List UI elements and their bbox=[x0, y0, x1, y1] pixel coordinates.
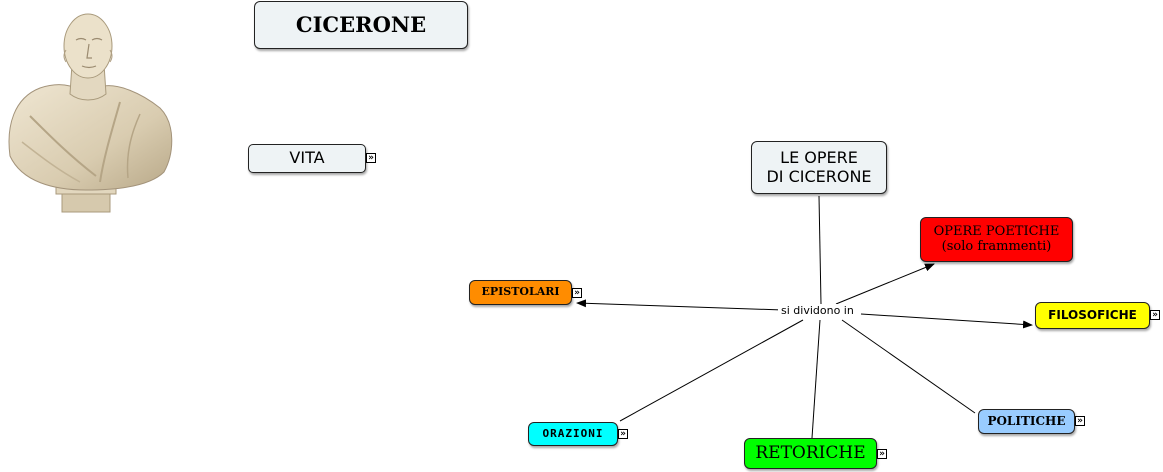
title-node[interactable]: CICERONE bbox=[254, 1, 468, 49]
node-politiche[interactable]: POLITICHE bbox=[978, 409, 1075, 434]
orazioni-expand-icon[interactable]: » bbox=[618, 429, 628, 439]
node-filosofiche[interactable]: FILOSOFICHE bbox=[1035, 302, 1150, 329]
arrow-to-filosofiche bbox=[860, 313, 1033, 329]
politiche-expand-icon[interactable]: » bbox=[1075, 416, 1085, 426]
link-to-politiche bbox=[841, 319, 976, 414]
filosofiche-text: FILOSOFICHE bbox=[1048, 307, 1137, 322]
node-opere-poetiche[interactable]: OPERE POETICHE (solo frammenti) bbox=[920, 217, 1073, 262]
node-epistolari[interactable]: EPISTOLARI bbox=[469, 280, 572, 305]
link-to-orazioni bbox=[619, 319, 804, 422]
epistolari-expand-icon[interactable]: » bbox=[572, 288, 582, 298]
node-retoriche[interactable]: RETORICHE bbox=[744, 438, 877, 469]
title-text: CICERONE bbox=[295, 11, 427, 37]
retoriche-expand-icon[interactable]: » bbox=[877, 449, 887, 459]
vita-expand-icon[interactable]: » bbox=[366, 153, 376, 163]
link-center-to-label bbox=[818, 195, 822, 305]
politiche-text: POLITICHE bbox=[987, 413, 1066, 428]
link-label: si dividono in bbox=[778, 304, 857, 317]
center-node[interactable]: LE OPERE DI CICERONE bbox=[751, 141, 887, 194]
arrow-to-epistolari bbox=[576, 299, 784, 311]
retoriche-text: RETORICHE bbox=[755, 442, 866, 463]
vita-text: VITA bbox=[289, 148, 325, 168]
filosofiche-expand-icon[interactable]: » bbox=[1150, 310, 1160, 320]
arrow-to-opere-poetiche bbox=[835, 263, 935, 305]
link-to-retoriche bbox=[811, 319, 821, 439]
opere-poetiche-text: OPERE POETICHE (solo frammenti) bbox=[933, 223, 1060, 254]
vita-node[interactable]: VITA bbox=[248, 144, 366, 173]
center-text: LE OPERE DI CICERONE bbox=[766, 148, 872, 186]
epistolari-text: EPISTOLARI bbox=[481, 285, 560, 299]
orazioni-text: ORAZIONI bbox=[542, 426, 604, 440]
bust-illustration bbox=[8, 13, 173, 213]
node-orazioni[interactable]: ORAZIONI bbox=[528, 422, 618, 446]
